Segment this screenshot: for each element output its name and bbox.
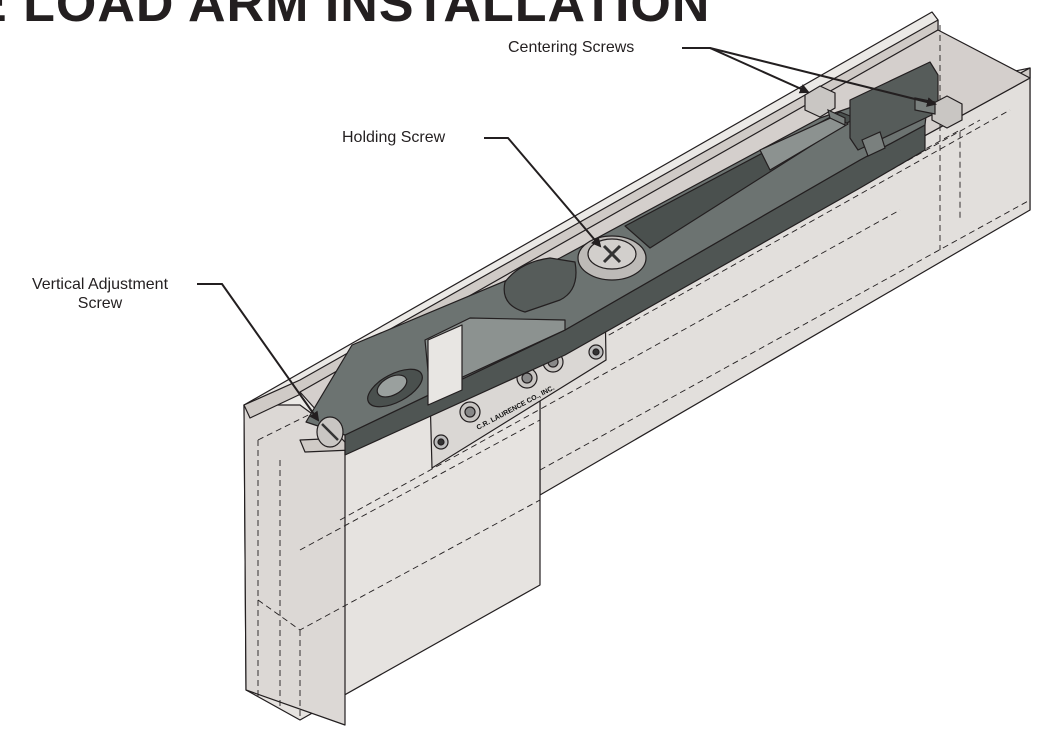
- holding-screw: [577, 235, 647, 281]
- label-vertical-line2: Screw: [77, 295, 123, 312]
- centering-screw-left: [804, 85, 846, 126]
- leader-centering: [682, 47, 810, 94]
- arm-square-hole: [427, 324, 463, 406]
- leader-vertical: [197, 283, 320, 422]
- label-holding-screw: Holding Screw: [342, 129, 446, 146]
- side-set-screw: [861, 131, 886, 157]
- vertical-adjustment-screw: [316, 416, 344, 448]
- leader-holding: [484, 137, 602, 248]
- leader-centering-2: [709, 47, 937, 107]
- label-centering-screws: Centering Screws: [508, 39, 635, 56]
- housing-left-end: [243, 404, 346, 726]
- label-vertical-line1: Vertical Adjustment: [31, 276, 169, 293]
- leader-lines: [197, 47, 937, 422]
- centering-screw-right: [914, 95, 963, 129]
- arm-slot-short: [503, 257, 577, 313]
- label-vertical-adjustment-screw: Vertical Adjustment Screw: [10, 275, 190, 313]
- diagram-title: E LOAD ARM INSTALLATION: [0, 0, 711, 33]
